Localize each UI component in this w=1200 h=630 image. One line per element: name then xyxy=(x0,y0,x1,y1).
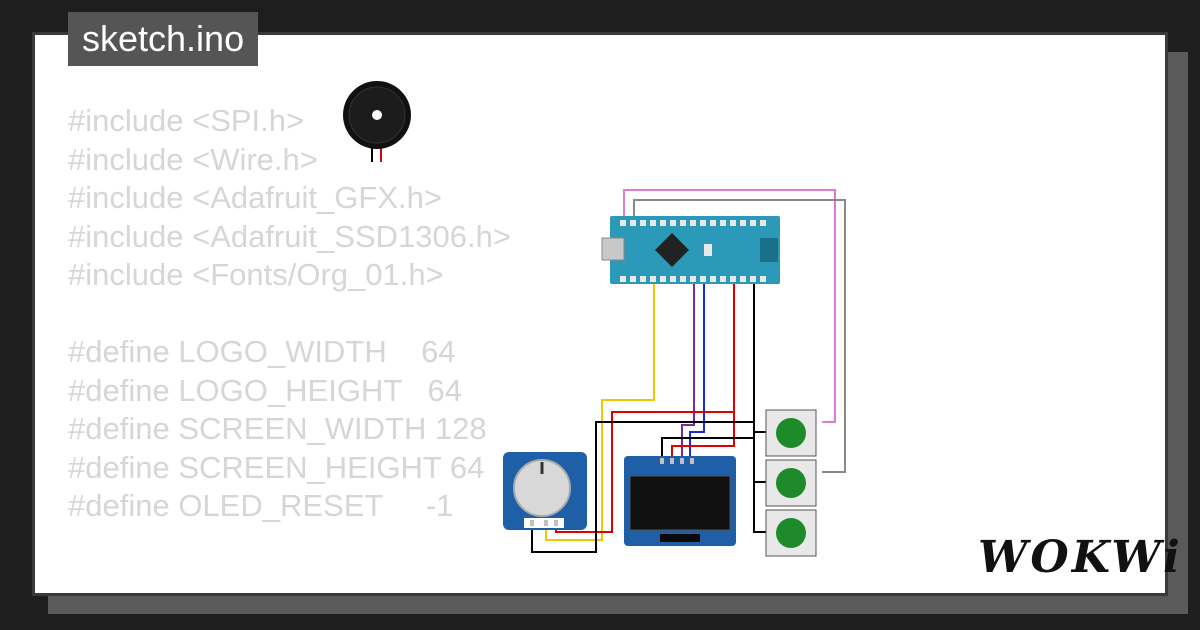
code-line: #include <Adafruit_GFX.h> xyxy=(68,180,442,215)
code-editor: #include <SPI.h>#include <Wire.h>#includ… xyxy=(68,102,511,526)
potentiometer[interactable] xyxy=(503,452,587,530)
code-line: #define OLED_RESET -1 xyxy=(68,488,454,523)
push-button-2[interactable] xyxy=(765,459,817,507)
code-line: #define LOGO_WIDTH 64 xyxy=(68,334,456,369)
code-line: #include <Wire.h> xyxy=(68,141,318,177)
code-line: #define SCREEN_WIDTH 128 xyxy=(68,411,487,446)
push-button-1[interactable] xyxy=(765,409,817,457)
wokwi-logo: WOKWi xyxy=(978,532,1183,583)
code-line: #include <Fonts/Org_01.h> xyxy=(68,257,444,292)
code-line: #include <SPI.h> xyxy=(68,103,305,138)
code-line: #define LOGO_HEIGHT 64 xyxy=(68,372,463,408)
file-tab[interactable]: sketch.ino xyxy=(68,12,259,66)
preview-card xyxy=(32,32,1168,596)
code-line: #include <Adafruit_SSD1306.h> xyxy=(68,218,511,254)
code-line: #define SCREEN_HEIGHT 64 xyxy=(68,449,485,485)
buzzer[interactable] xyxy=(343,81,411,162)
push-button-3[interactable] xyxy=(765,509,817,557)
oled-display[interactable] xyxy=(624,456,736,546)
arduino-nano[interactable] xyxy=(601,216,780,284)
file-tab-label: sketch.ino xyxy=(82,18,245,59)
